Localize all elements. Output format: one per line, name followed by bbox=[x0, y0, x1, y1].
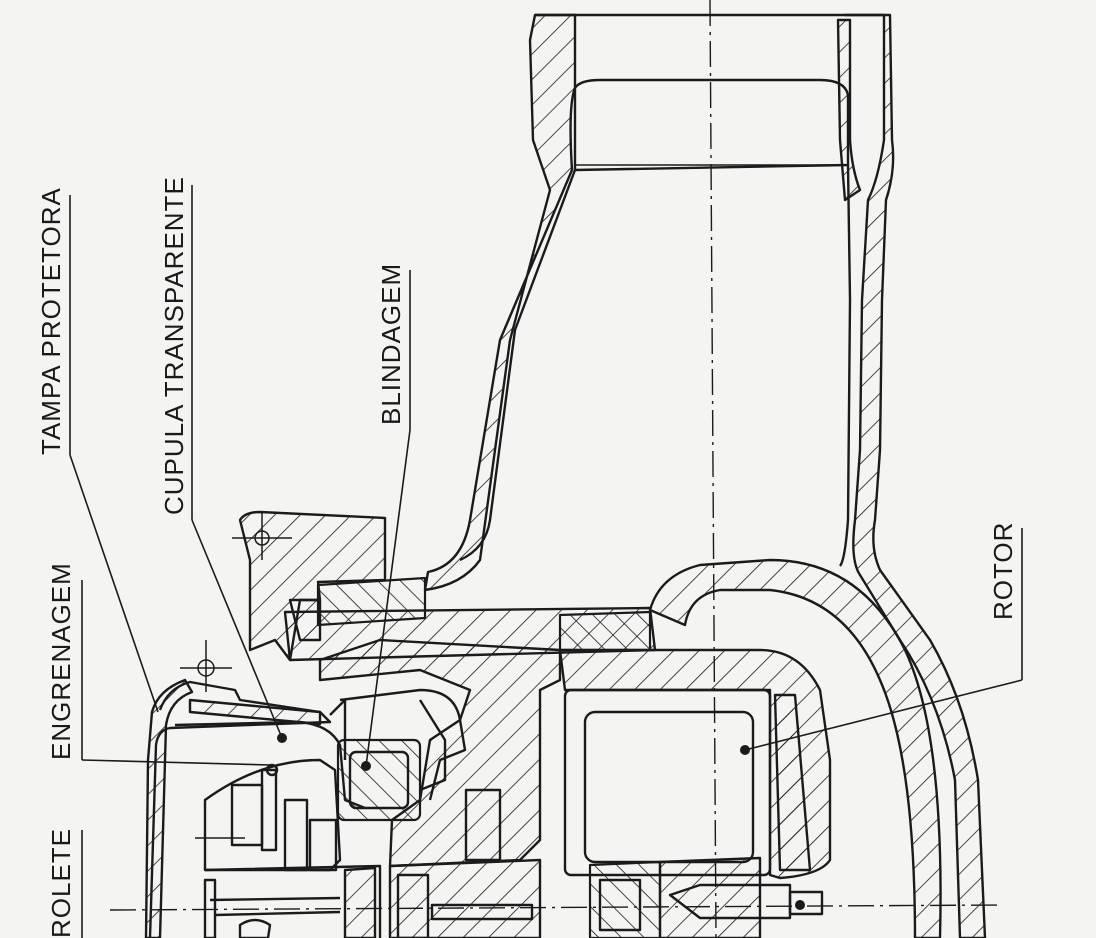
label-rolete: ROLETE bbox=[46, 828, 76, 938]
shaft-assembly bbox=[388, 856, 824, 938]
gear-train bbox=[195, 758, 382, 938]
label-tampa-protetora: TAMPA PROTETORA bbox=[36, 187, 66, 455]
transparent-dome bbox=[144, 678, 467, 938]
label-rotor: ROTOR bbox=[988, 522, 1018, 620]
shielding-block bbox=[336, 738, 502, 862]
label-cupula-transparente: CUPULA TRANSPARENTE bbox=[159, 176, 189, 515]
label-engrenagem: ENGRENAGEM bbox=[46, 562, 76, 760]
leader-lines bbox=[69, 185, 1023, 938]
center-lines bbox=[109, 0, 1001, 938]
label-blindagem: BLINDAGEM bbox=[376, 263, 406, 425]
